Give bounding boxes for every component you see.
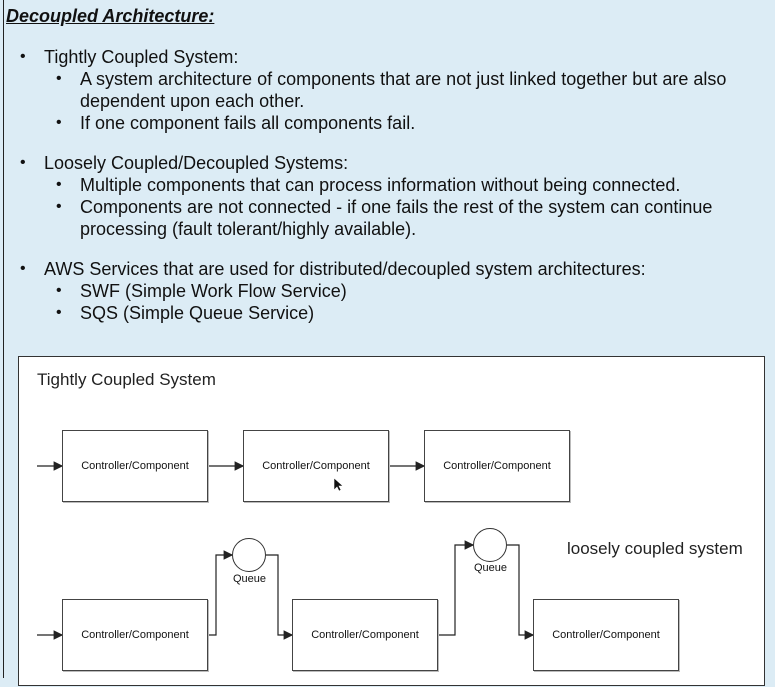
bullet-icon: • [56, 282, 62, 299]
bullet-icon: • [56, 304, 62, 321]
queue-2-label: Queue [474, 562, 508, 574]
mouse-cursor-icon [334, 478, 344, 492]
list-item: SQS (Simple Queue Service) [80, 303, 315, 323]
loose-component-2: Controller/Component [292, 599, 438, 671]
loose-component-3: Controller/Component [533, 599, 679, 671]
bullet-icon: • [56, 70, 62, 87]
loose-component-1: Controller/Component [62, 599, 208, 671]
bullet-list: • Tightly Coupled System: • A system archi… [20, 46, 760, 342]
loose-diagram-title: loosely coupled system [567, 539, 743, 558]
left-border [3, 0, 4, 678]
tight-component-3: Controller/Component [424, 430, 570, 502]
tight-component-1: Controller/Component [62, 430, 208, 502]
list-item: Multiple components that can process inf… [80, 175, 681, 195]
section-heading: Loosely Coupled/Decoupled Systems: [44, 153, 349, 173]
tight-diagram-title: Tightly Coupled System [37, 370, 216, 389]
architecture-diagram: Tightly Coupled System loosely coupled s… [18, 356, 765, 686]
bullet-icon: • [56, 198, 62, 215]
tight-component-2: Controller/Component [243, 430, 389, 502]
bullet-icon: • [20, 154, 26, 171]
bullet-icon: • [56, 114, 62, 131]
bullet-icon: • [20, 48, 26, 65]
queue-1-label: Queue [233, 573, 267, 585]
list-item: Components are not connected - if one fa… [80, 197, 713, 239]
bullet-icon: • [20, 260, 26, 277]
list-item: If one component fails all components fa… [80, 113, 416, 133]
section-tightly-coupled: • Tightly Coupled System: • A system archi… [20, 46, 760, 134]
slide-title: Decoupled Architecture: [6, 6, 215, 26]
queue-2-icon [473, 528, 507, 562]
list-item: SWF (Simple Work Flow Service) [80, 281, 347, 301]
section-aws-services: • AWS Services that are used for distribu… [20, 258, 760, 324]
queue-1-icon [232, 538, 266, 572]
section-loosely-coupled: • Loosely Coupled/Decoupled Systems: • Mul… [20, 152, 760, 240]
list-item: A system architecture of components that… [80, 69, 727, 111]
bullet-icon: • [56, 176, 62, 193]
section-heading: Tightly Coupled System: [44, 47, 239, 67]
section-heading: AWS Services that are used for distribut… [44, 259, 646, 279]
connector-lines [37, 461, 535, 640]
